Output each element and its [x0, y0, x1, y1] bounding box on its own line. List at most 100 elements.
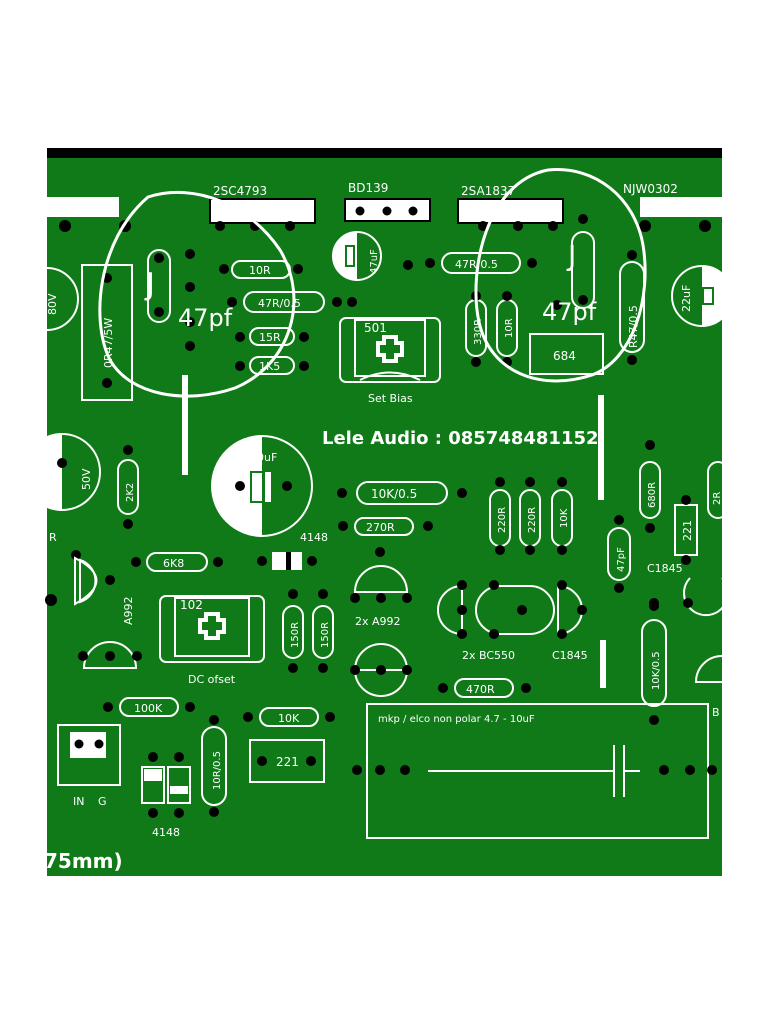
label-684: 684 — [553, 349, 576, 363]
annotation-47pf-left: 47pf — [178, 304, 233, 332]
label-10r05-v: 10R/0.5 — [212, 751, 223, 790]
traces — [182, 375, 606, 688]
label-270r: 270R — [366, 521, 395, 534]
capacitor-47uf: 47uF — [332, 231, 413, 307]
label-g: G — [98, 795, 107, 808]
label-10r-mid: 10R — [504, 318, 515, 338]
resistor-47r05-left: 47R/0.5 — [227, 291, 342, 313]
resistor-470r: 470R — [438, 678, 531, 698]
label-in: IN — [73, 795, 84, 808]
label-2k2: 2K2 — [125, 483, 136, 502]
label-470uf: 470uF — [243, 451, 277, 464]
label-2xa992: 2x A992 — [355, 615, 401, 628]
label-330r: 330R — [473, 319, 484, 345]
annotation-47pf-right: 47pf — [542, 298, 597, 326]
board-title: Lele Audio : 085748481152 — [322, 428, 599, 449]
label-10k-bottom: 10K — [278, 712, 300, 725]
label-47pf-v: 47pF — [616, 547, 627, 572]
label-100k: 100K — [134, 702, 163, 715]
label-njw0302: NJW0302 — [623, 182, 678, 196]
resistor-10k-v: 10K — [551, 477, 573, 555]
label-bd139: BD139 — [348, 181, 388, 195]
resistor-10k-bottom: 10K — [243, 707, 335, 727]
resistor-220r-a: 220R — [489, 477, 511, 555]
label-set-bias: Set Bias — [368, 392, 413, 405]
label-47r05-top: 47R/0.5 — [455, 258, 498, 271]
resistor-150r-a: 150R — [282, 589, 304, 673]
label-50v: 50V — [80, 468, 93, 490]
transistor-a992-b — [78, 641, 142, 669]
label-dc-ofset: DC ofset — [188, 673, 236, 686]
transistor-c1845-mid: C1845 — [552, 580, 588, 662]
transistor-2sa1837: 2SA1837 — [457, 184, 564, 231]
resistor-150r-b: 150R — [312, 589, 334, 673]
label-501: 501 — [364, 321, 387, 335]
resistor-10k05: 10K/0.5 — [337, 481, 467, 505]
capacitor-47pf-v: 47pF — [607, 515, 631, 593]
label-c1845-mid: C1845 — [552, 649, 588, 662]
resistor-10r05-v: 10R/0.5 — [201, 715, 227, 817]
label-680r: 680R — [647, 482, 658, 508]
capacitor-50v: 50V — [23, 433, 101, 511]
connector-in-g: IN G — [57, 724, 121, 808]
transistor-a992-a — [74, 556, 115, 606]
label-80v: 80V — [46, 293, 59, 315]
label-15r: 15R — [259, 331, 281, 344]
transistor-2sc4793: 2SC4793 — [209, 184, 316, 231]
label-10k05-v: 10K/0.5 — [651, 651, 662, 690]
label-220r-b: 220R — [527, 507, 538, 533]
label-102: 102 — [180, 598, 203, 612]
resistor-15r: 15R — [235, 327, 309, 346]
trimmer-j-left — [147, 249, 171, 323]
label-mkp: mkp / elco non polar 4.7 - 10uF — [378, 714, 535, 725]
label-470r: 470R — [466, 683, 495, 696]
label-220r-a: 220R — [497, 507, 508, 533]
board-edge-dimension: 75mm) — [44, 849, 123, 873]
trimmer-j-right — [571, 214, 595, 309]
capacitor-221-right: 221 — [674, 495, 698, 565]
label-partial-2r: 2R — [712, 492, 723, 505]
resistor-6k8: 6K8 — [131, 552, 223, 572]
pads-left-cluster — [185, 249, 195, 351]
label-150r-a: 150R — [290, 622, 301, 648]
resistor-10r-top: 10R — [219, 260, 303, 279]
annotation-j-right: J — [566, 239, 576, 272]
label-partial-r-left: R — [49, 531, 57, 544]
resistor-100k: 100K — [103, 697, 195, 717]
handdrawn-circle-left: J 47pf — [98, 190, 296, 398]
transistors-2xbc550: 2x BC550 — [437, 580, 555, 662]
resistor-47r05-top: 47R/0.5 — [425, 252, 537, 274]
capacitor-684: 684 — [529, 300, 604, 375]
partial-resistor-right: 2R — [707, 461, 729, 519]
capacitor-80v: 80V — [46, 267, 79, 331]
transistor-partial-right: B — [694, 655, 723, 719]
resistor-220r-b: 220R — [519, 477, 541, 555]
label-10k05: 10K/0.5 — [371, 487, 417, 501]
label-4148-mid: 4148 — [300, 531, 328, 544]
label-221-bottom: 221 — [276, 755, 299, 769]
label-2sa1837: 2SA1837 — [461, 184, 515, 198]
resistor-680r: 680R — [639, 440, 661, 533]
capacitor-221-bottom: 221 — [249, 739, 325, 783]
diode-4148-mid: 4148 — [257, 531, 328, 570]
trimmer-501: 501 Set Bias — [339, 317, 441, 405]
diodes-4148-bottom: 4148 — [141, 752, 191, 839]
label-22uf: 22uF — [680, 285, 693, 312]
label-10r-top: 10R — [249, 264, 271, 277]
label-6k8: 6K8 — [163, 557, 184, 570]
label-10k-v: 10K — [559, 508, 570, 528]
label-0r47-5w: 0R47/5W — [102, 318, 115, 368]
label-2xbc550: 2x BC550 — [462, 649, 515, 662]
label-4148-bottom: 4148 — [152, 826, 180, 839]
label-221-right: 221 — [681, 520, 694, 541]
transistor-2xa992-bottom — [350, 643, 412, 697]
trimmer-102: 102 DC ofset — [159, 595, 265, 686]
capacitor-mkp: mkp / elco non polar 4.7 - 10uF — [352, 703, 717, 839]
pcb-board — [47, 148, 722, 876]
label-partial-b: B — [712, 706, 720, 719]
label-c1845-right: C1845 — [647, 562, 683, 575]
label-150r-b: 150R — [320, 622, 331, 648]
board-top-edge — [47, 148, 722, 158]
capacitor-22uf: 22uF — [671, 265, 733, 327]
